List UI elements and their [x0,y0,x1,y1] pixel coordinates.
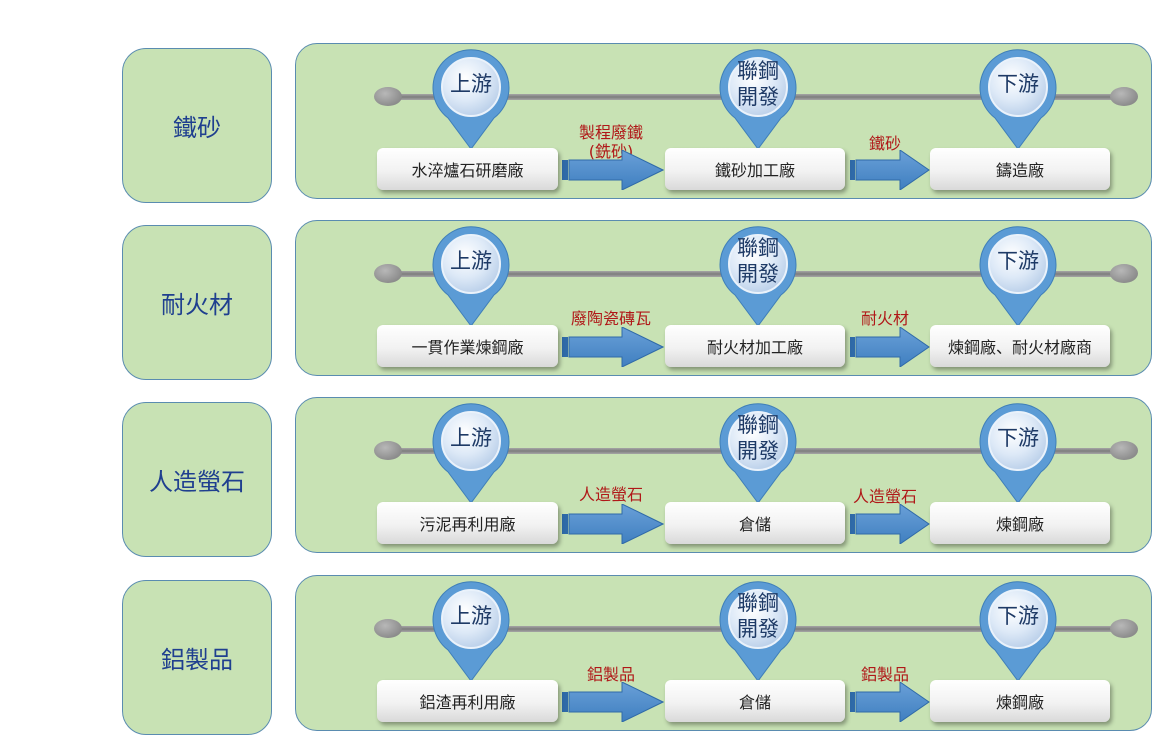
supply-chain-row: 耐火材 上游 聯鋼 開發 下游 廢陶瓷磚瓦 耐火材 一貫作業煉鋼廠 耐火材加工廠… [0,220,1165,384]
downstream-pin-icon [978,223,1058,328]
category-label: 鋁製品 [122,580,272,735]
flow-arrow-icon [850,682,930,722]
track-left-end [374,264,402,283]
upstream-pin-icon [431,46,511,151]
downstream-pin-icon [978,578,1058,683]
development-pin-icon [718,578,798,683]
middle-node: 鐵砂加工廠 [665,148,845,190]
upstream-pin-icon [431,400,511,505]
upstream-pin-icon [431,223,511,328]
track-right-end [1110,619,1138,638]
category-label: 鐵砂 [122,48,272,203]
flow-arrow-icon [562,150,664,190]
downstream-pin-icon [978,400,1058,505]
upstream-node: 一貫作業煉鋼廠 [377,325,558,367]
middle-node: 倉儲 [665,502,845,544]
track-left-end [374,441,402,460]
development-pin-icon [718,46,798,151]
track-right-end [1110,441,1138,460]
flow-arrow-icon [850,504,930,544]
flow-arrow-icon [562,327,664,367]
flow-arrow-icon [850,327,930,367]
category-label: 耐火材 [122,225,272,380]
downstream-node: 鑄造廠 [930,148,1110,190]
flow-label-1: 人造螢石 [578,485,643,504]
upstream-node: 水淬爐石研磨廠 [377,148,558,190]
supply-chain-row: 鐵砂 上游 聯鋼 開發 下游 製程廢鐵 (銑砂) 鐵砂 水淬爐石研磨廠 鐵砂加工… [0,43,1165,207]
track-right-end [1110,264,1138,283]
track-right-end [1110,87,1138,106]
middle-node: 耐火材加工廠 [665,325,845,367]
track-left-end [374,619,402,638]
upstream-pin-icon [431,578,511,683]
upstream-node: 污泥再利用廠 [377,502,558,544]
flow-arrow-icon [562,504,664,544]
flow-label-1: 鋁製品 [586,665,635,684]
flow-label-2: 鐵砂 [868,134,901,153]
downstream-node: 煉鋼廠 [930,502,1110,544]
downstream-pin-icon [978,46,1058,151]
development-pin-icon [718,400,798,505]
track-left-end [374,87,402,106]
supply-chain-row: 人造螢石 上游 聯鋼 開發 下游 人造螢石 人造螢石 污泥再利用廠 倉儲 煉鋼廠 [0,397,1165,561]
category-label: 人造螢石 [122,402,272,557]
downstream-node: 煉鋼廠、耐火材廠商 [930,325,1110,367]
supply-chain-row: 鋁製品 上游 聯鋼 開發 下游 鋁製品 鋁製品 鋁渣再利用廠 倉儲 煉鋼廠 [0,575,1165,739]
flow-arrow-icon [850,150,930,190]
upstream-node: 鋁渣再利用廠 [377,680,558,722]
flow-label-2: 鋁製品 [860,665,909,684]
downstream-node: 煉鋼廠 [930,680,1110,722]
development-pin-icon [718,223,798,328]
flow-label-2: 人造螢石 [852,487,917,506]
flow-arrow-icon [562,682,664,722]
flow-label-2: 耐火材 [860,309,909,328]
middle-node: 倉儲 [665,680,845,722]
flow-label-1: 廢陶瓷磚瓦 [570,309,651,328]
